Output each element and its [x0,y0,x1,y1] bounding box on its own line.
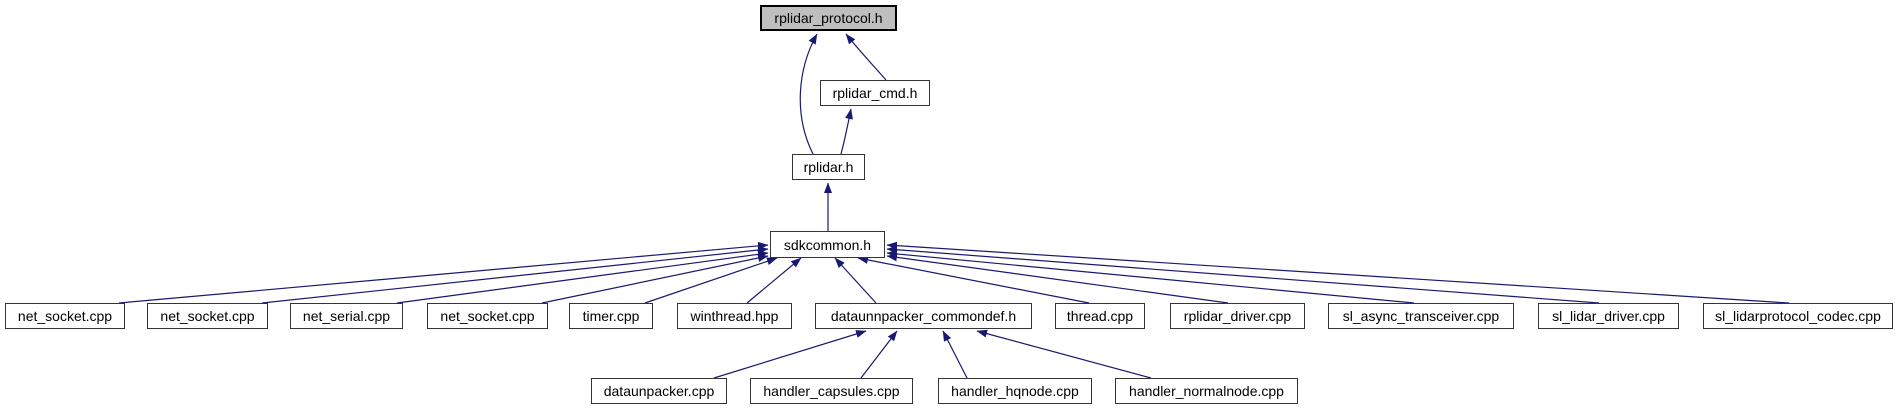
graph-node-dataunpacker_cpp[interactable]: dataunpacker.cpp [591,378,727,404]
graph-node-net_socket_cpp_1[interactable]: net_socket.cpp [5,303,125,329]
graph-node-label: rplidar.h [803,159,854,175]
graph-node-label: sl_async_transceiver.cpp [1342,308,1500,324]
include-edge-timer_cpp-to-sdkcommon_h [644,257,778,304]
graph-node-sl_lidarprotocol_codec_cpp[interactable]: sl_lidarprotocol_codec.cpp [1703,303,1893,329]
include-edge-dataunpacker_cpp-to-dataunnpacker_commondef_h [713,330,867,379]
graph-node-label: rplidar_cmd.h [832,85,918,101]
graph-node-label: dataunpacker.cpp [603,383,715,399]
include-edge-winthread_hpp-to-sdkcommon_h [746,257,802,304]
include-edge-thread_cpp-to-sdkcommon_h [857,255,1090,304]
include-edge-sl_async_transceiver_cpp-to-sdkcommon_h [886,249,1415,304]
graph-node-net_socket_cpp_2[interactable]: net_socket.cpp [147,303,268,329]
graph-node-label: sdkcommon.h [783,236,872,253]
graph-node-label: winthread.hpp [690,308,779,324]
graph-node-label: handler_normalnode.cpp [1129,383,1284,399]
include-edge-rplidar_driver_cpp-to-sdkcommon_h [886,253,1229,304]
include-edge-net_socket_cpp_3-to-sdkcommon_h [541,254,769,304]
include-edge-net_socket_cpp_2-to-sdkcommon_h [261,246,769,304]
graph-node-sl_async_transceiver_cpp[interactable]: sl_async_transceiver.cpp [1328,303,1514,329]
graph-node-rplidar_cmd_h[interactable]: rplidar_cmd.h [820,80,930,106]
graph-node-handler_hqnode_cpp[interactable]: handler_hqnode.cpp [938,378,1092,404]
include-edge-net_socket_cpp_1-to-sdkcommon_h [118,241,769,304]
edges-group [118,33,1790,379]
graph-node-net_serial_cpp[interactable]: net_serial.cpp [290,303,403,329]
include-edge-sl_lidarprotocol_codec_cpp-to-sdkcommon_h [886,241,1790,304]
graph-node-thread_cpp[interactable]: thread.cpp [1055,303,1145,329]
graph-node-handler_capsules_cpp[interactable]: handler_capsules.cpp [750,378,913,404]
graph-node-label: handler_hqnode.cpp [951,383,1079,399]
graph-node-label: sl_lidarprotocol_codec.cpp [1715,308,1881,324]
include-edge-handler_capsules_cpp-to-dataunnpacker_commondef_h [860,330,898,379]
include-edge-rplidar_h-to-rplidar_cmd_h [840,108,853,155]
graph-node-label: dataunnpacker_commondef.h [830,308,1017,324]
graph-node-timer_cpp[interactable]: timer.cpp [569,303,653,329]
graph-node-rplidar_h[interactable]: rplidar.h [792,154,865,180]
graph-node-label: net_socket.cpp [17,308,113,324]
include-edge-net_serial_cpp-to-sdkcommon_h [396,250,769,304]
include-edge-sl_lidar_driver_cpp-to-sdkcommon_h [886,245,1600,304]
graph-node-handler_normalnode_cpp[interactable]: handler_normalnode.cpp [1115,378,1298,404]
graph-node-label: rplidar_protocol.h [774,10,883,26]
include-edge-rplidar_cmd_h-to-rplidar_protocol_h [845,33,887,81]
graph-node-dataunnpacker_commondef_h[interactable]: dataunnpacker_commondef.h [815,303,1032,329]
include-edge-dataunnpacker_commondef_h-to-sdkcommon_h [834,257,877,304]
graph-node-label: rplidar_driver.cpp [1183,308,1292,324]
graph-node-label: net_serial.cpp [302,308,391,324]
include-edge-handler_hqnode_cpp-to-dataunnpacker_commondef_h [942,330,968,379]
graph-node-label: thread.cpp [1066,308,1134,324]
graph-node-net_socket_cpp_3[interactable]: net_socket.cpp [427,303,548,329]
graph-node-label: handler_capsules.cpp [763,383,900,399]
include-edge-rplidar_h-to-rplidar_protocol_h [799,33,818,155]
graph-node-label: sl_lidar_driver.cpp [1552,308,1665,324]
graph-node-rplidar_driver_cpp[interactable]: rplidar_driver.cpp [1170,303,1305,329]
graph-node-sl_lidar_driver_cpp[interactable]: sl_lidar_driver.cpp [1538,303,1679,329]
graph-node-label: net_socket.cpp [440,308,535,324]
graph-node-label: timer.cpp [582,308,640,324]
include-edge-handler_normalnode_cpp-to-dataunnpacker_commondef_h [976,329,1152,379]
graph-node-rplidar_protocol_h[interactable]: rplidar_protocol.h [760,5,897,31]
graph-node-winthread_hpp[interactable]: winthread.hpp [677,303,792,329]
graph-node-sdkcommon_h[interactable]: sdkcommon.h [770,231,885,258]
graph-node-label: net_socket.cpp [160,308,255,324]
